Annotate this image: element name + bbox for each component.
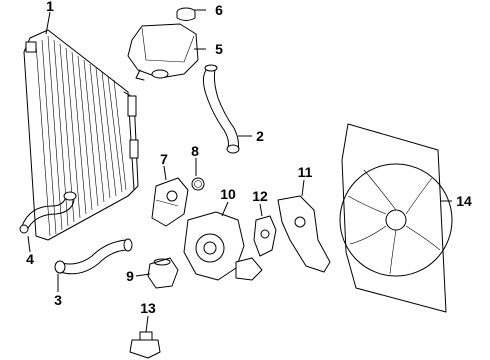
callout-labels: 1 2 3 4 5 6 7 8 9 10 11 12 13 14 [26,0,472,316]
outlet-housing [253,215,277,257]
callout-7: 7 [160,151,168,167]
reservoir-cap [176,7,196,21]
sensor [129,331,161,359]
lower-hose [19,191,77,234]
front-cover [277,195,331,273]
gasket-ring [191,177,205,191]
leader-lines [27,9,452,333]
callout-1: 1 [46,0,54,14]
pipe-fitting [147,257,179,289]
coolant-reservoir [127,23,199,81]
thermostat-housing [151,177,189,227]
callout-5: 5 [215,41,223,57]
callout-10: 10 [220,186,236,202]
callout-4: 4 [26,251,34,267]
radiator [23,29,139,241]
callout-8: 8 [191,143,199,159]
callout-2: 2 [256,128,264,144]
callout-3: 3 [54,292,62,308]
upper-hose [202,64,240,154]
callout-13: 13 [140,300,156,316]
callout-9: 9 [126,268,134,284]
callout-14: 14 [456,193,472,209]
bypass-hose [54,238,133,275]
callout-12: 12 [252,188,268,204]
fan-assembly [339,123,453,313]
callout-6: 6 [215,2,223,18]
water-pump [183,211,263,281]
callout-11: 11 [298,164,313,180]
